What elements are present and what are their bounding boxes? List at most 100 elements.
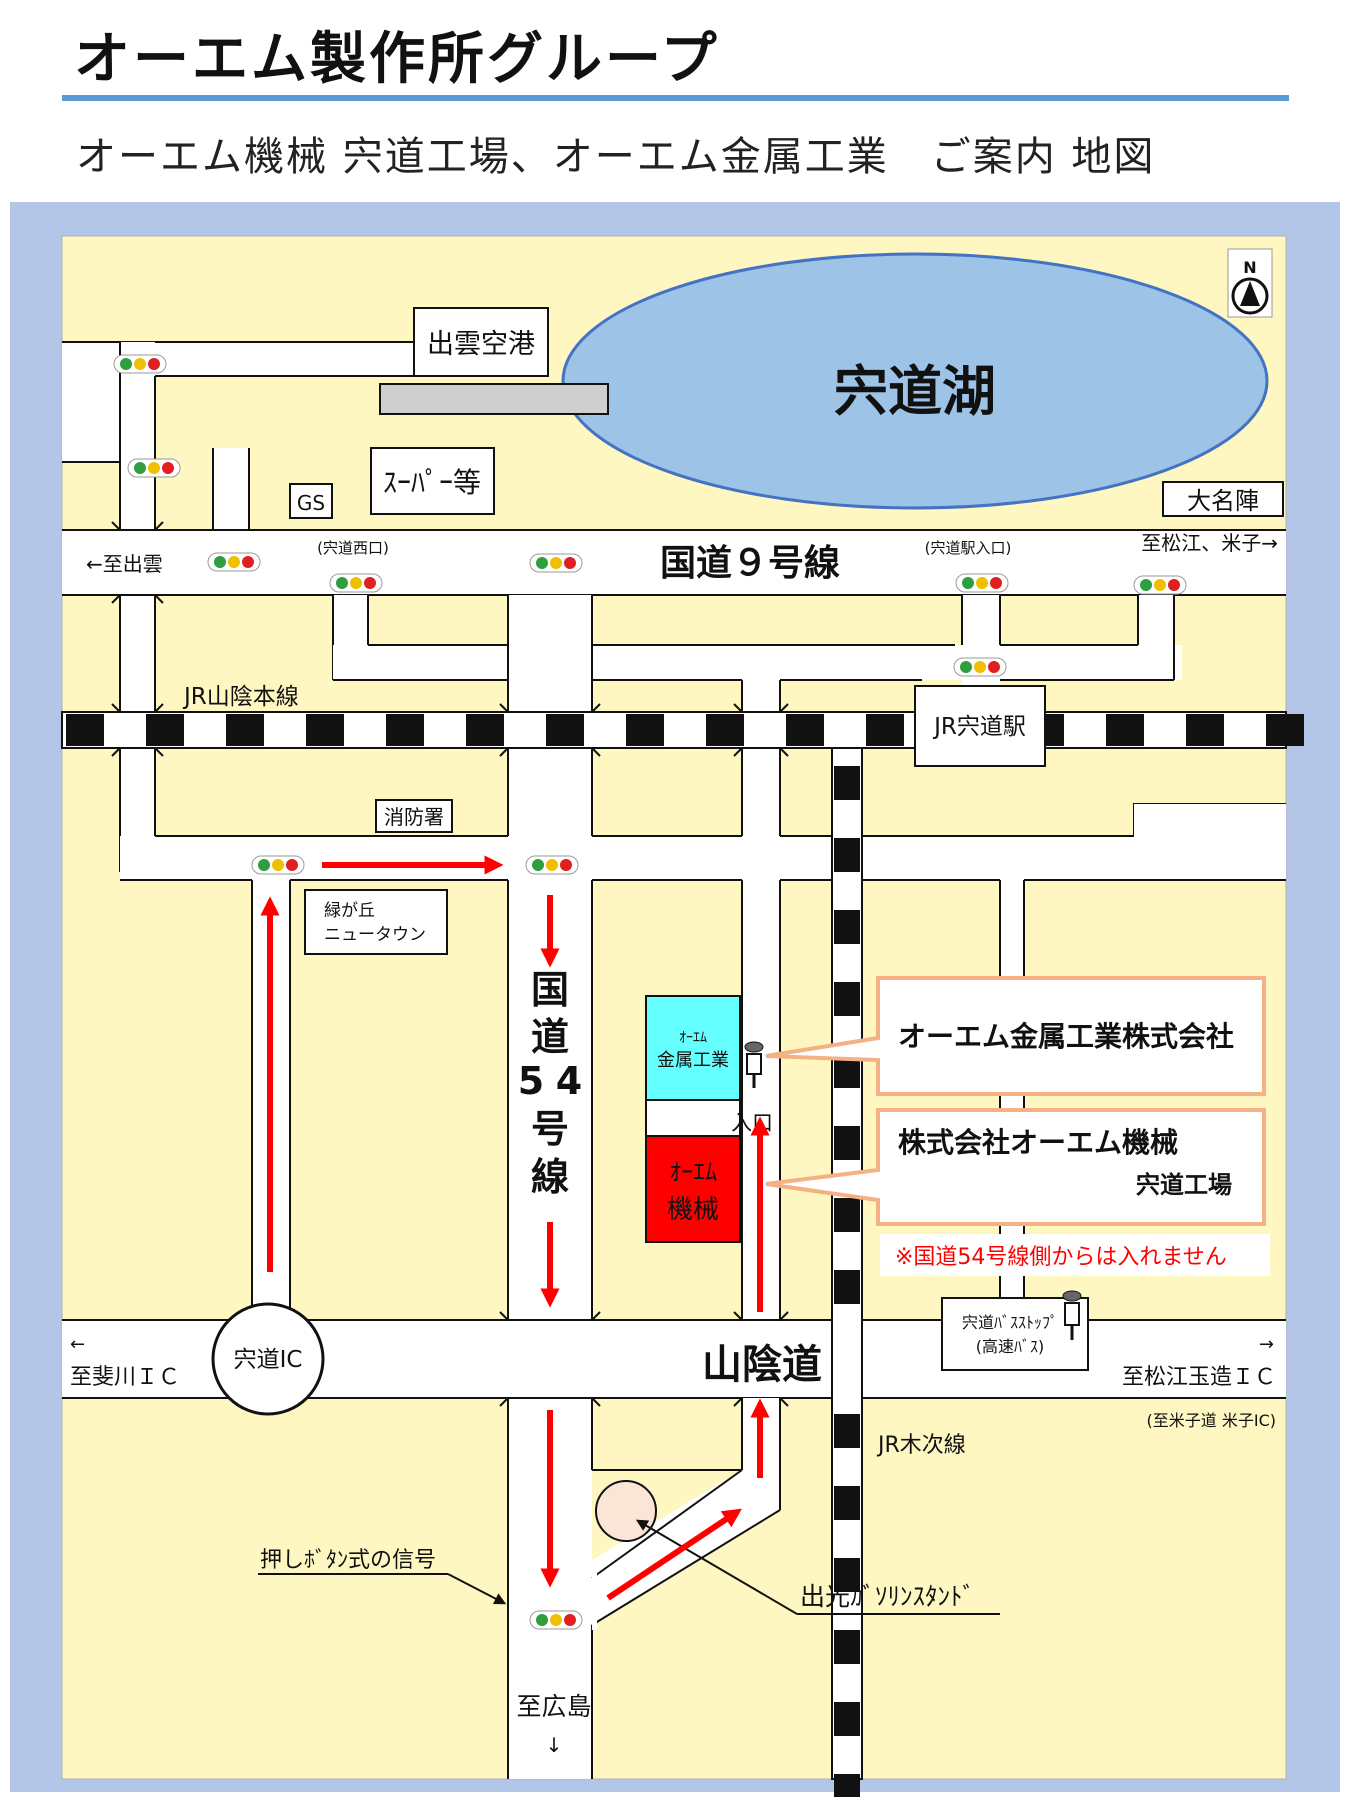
rail-tie — [834, 1414, 860, 1448]
to-matsue-yonago-label: 至松江、米子→ — [1141, 531, 1278, 555]
traffic-light-icon — [113, 354, 167, 374]
daimyojin: 大名陣 — [1162, 481, 1284, 517]
traffic-light-icon — [127, 458, 181, 478]
factory-yard — [645, 1099, 741, 1137]
svg-text:号: 号 — [531, 1107, 569, 1151]
svg-text:ｵｰｴﾑ: ｵｰｴﾑ — [679, 1030, 707, 1046]
om-kikai-building: ｵｰｴﾑ 機械 — [645, 1135, 741, 1243]
svg-text:ｽｰﾊﾟｰ等: ｽｰﾊﾟｰ等 — [383, 466, 481, 499]
jr-shinji-station: JR宍道駅 — [914, 685, 1046, 767]
traffic-light-icon — [529, 553, 583, 573]
rail-tie — [1266, 714, 1304, 746]
route9-label: 国道９号線 — [660, 543, 840, 584]
svg-text:5: 5 — [518, 1059, 544, 1103]
svg-text:※国道54号線側からは入れません: ※国道54号線側からは入れません — [895, 1245, 1227, 1270]
rail-tie — [546, 714, 584, 746]
traffic-light-icon — [207, 552, 261, 572]
svg-text:オーエム金属工業株式会社: オーエム金属工業株式会社 — [898, 1020, 1234, 1053]
idemitsu-label: 出光ｶﾞｿﾘﾝｽﾀﾝﾄﾞ — [800, 1582, 975, 1611]
page-title: オーエム製作所グループ — [74, 27, 720, 92]
svg-text:国: 国 — [531, 968, 569, 1012]
airport-label: 出雲空港 — [427, 329, 535, 360]
rail-tie — [834, 1270, 860, 1304]
supermarket: ｽｰﾊﾟｰ等 — [370, 447, 495, 515]
jr-kisuki-railway — [831, 747, 863, 1797]
rail-tie — [1106, 714, 1144, 746]
arrow-left-icon: ← — [70, 1334, 85, 1355]
om-kinzoku-building: ｵｰｴﾑ 金属工業 — [645, 995, 741, 1101]
rail-tie — [226, 714, 264, 746]
svg-text:宍道IC: 宍道IC — [234, 1347, 303, 1373]
rail-tie — [834, 1630, 860, 1664]
callout-om-kinzoku: オーエム金属工業株式会社 — [765, 976, 1266, 1096]
rail-tie — [834, 1126, 860, 1160]
push-button-signal-label-group: 押しﾎﾞﾀﾝ式の信号 — [258, 1548, 507, 1605]
svg-text:株式会社オーエム機械: 株式会社オーエム機械 — [898, 1126, 1178, 1159]
to-matsue-tamatsukuri-ic-label: 至松江玉造ＩＣ — [1122, 1365, 1276, 1390]
traffic-light-icon — [955, 573, 1009, 593]
rail-tie — [306, 714, 344, 746]
overpass-marks — [111, 521, 789, 1407]
rail-tie — [706, 714, 744, 746]
rail-tie — [834, 1774, 860, 1797]
svg-text:ニュータウン: ニュータウン — [324, 925, 426, 945]
svg-text:金属工業: 金属工業 — [657, 1050, 729, 1071]
rail-tie — [834, 838, 860, 872]
fire-station: 消防署 — [375, 799, 453, 833]
route-arrows — [260, 855, 770, 1601]
rail-tie — [834, 910, 860, 944]
rail-tie — [834, 1486, 860, 1520]
shinji-lake — [561, 252, 1269, 510]
svg-text:宍道工場: 宍道工場 — [1136, 1171, 1232, 1199]
svg-text:4: 4 — [556, 1059, 582, 1103]
push-button-signal-label: 押しﾎﾞﾀﾝ式の信号 — [260, 1548, 436, 1573]
traffic-light-icon — [1133, 575, 1187, 595]
factory-bus-stop-icon — [744, 1041, 764, 1088]
svg-text:宍道ﾊﾞｽｽﾄｯﾌﾟ: 宍道ﾊﾞｽｽﾄｯﾌﾟ — [962, 1313, 1058, 1332]
svg-text:消防署: 消防署 — [384, 805, 444, 829]
rail-tie — [786, 714, 824, 746]
svg-text:(高速ﾊﾞｽ): (高速ﾊﾞｽ) — [976, 1337, 1045, 1356]
rail-tie — [834, 982, 860, 1016]
airport: 出雲空港 — [379, 307, 609, 415]
rail-tie — [834, 1198, 860, 1232]
to-yonago-ic-label: (至米子道 米子IC) — [1147, 1411, 1276, 1430]
jr-sanin-railway — [61, 711, 1304, 749]
rail-tie — [834, 766, 860, 800]
to-hiroshima-label: 至広島 — [516, 1692, 591, 1721]
page-subtitle: オーエム機械 宍道工場、オーエム金属工業 ご案内 地図 — [76, 134, 1156, 180]
svg-text:機械: 機械 — [667, 1195, 719, 1225]
bus-stop-pole-icon — [1062, 1290, 1082, 1340]
traffic-light-icon — [529, 1610, 583, 1630]
rail-tie — [626, 714, 664, 746]
bus-stop: 宍道ﾊﾞｽｽﾄｯﾌﾟ (高速ﾊﾞｽ) — [941, 1297, 1089, 1371]
rail-tie — [66, 714, 104, 746]
arrow-right-icon: → — [1259, 1334, 1274, 1355]
north-compass-icon: N — [1227, 248, 1273, 318]
svg-text:JR宍道駅: JR宍道駅 — [932, 714, 1026, 740]
rail-tie — [834, 1558, 860, 1592]
svg-text:道: 道 — [531, 1015, 569, 1059]
rail-tie — [866, 714, 904, 746]
svg-text:GS: GS — [297, 491, 325, 515]
shinji-ic: 宍道IC — [211, 1302, 325, 1416]
route54-label: 国 道 5 4 号 線 — [518, 968, 582, 1199]
midorigaoka-newtown: 緑が丘 ニュータウン — [304, 889, 448, 955]
callout-om-kikai: 株式会社オーエム機械 宍道工場 — [765, 1108, 1266, 1226]
rail-tie — [834, 1702, 860, 1736]
lake-label: 宍道湖 — [834, 360, 996, 423]
idemitsu-label-group: 出光ｶﾞｿﾘﾝｽﾀﾝﾄﾞ — [635, 1519, 1000, 1615]
entrance-label: 入口 — [731, 1111, 773, 1135]
svg-text:緑が丘: 緑が丘 — [324, 901, 375, 921]
to-hikawa-ic-label: 至斐川ＩＣ — [70, 1365, 180, 1390]
jr-sanin-label: JR山陰本線 — [182, 684, 299, 710]
rail-tie — [146, 714, 184, 746]
svg-text:N: N — [1243, 258, 1256, 277]
no-entry-note: ※国道54号線側からは入れません — [880, 1234, 1270, 1276]
idemitsu-gas-station — [595, 1480, 657, 1542]
shinji-eki-iriguchi-label: (宍道駅入口) — [925, 539, 1012, 557]
rail-tie — [466, 714, 504, 746]
jr-kisuki-label: JR木次線 — [876, 1433, 966, 1458]
traffic-light-icon — [525, 855, 579, 875]
